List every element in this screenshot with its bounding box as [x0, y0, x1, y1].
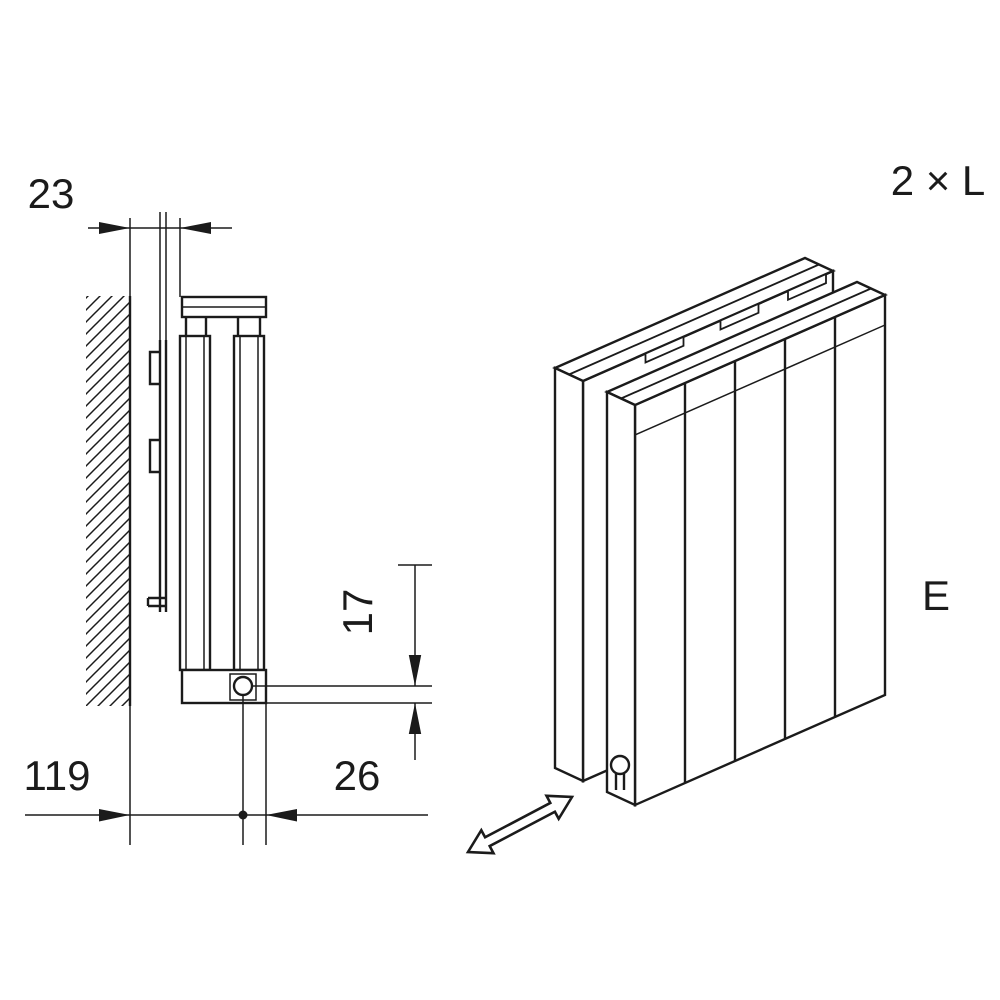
top-bracket-slots	[644, 272, 827, 364]
dim-label-wall-gap: 23	[28, 170, 75, 217]
chain-dimension-dot	[238, 810, 248, 820]
valve-connection-iso	[609, 754, 631, 776]
bracket-hook-top	[148, 350, 160, 386]
rear-panel-end-face	[553, 366, 585, 783]
mounting-bracket	[146, 340, 168, 612]
tube-shoulder-line	[634, 324, 886, 436]
dimension-depth-chain: 119 26	[24, 695, 428, 845]
dim-label-valve-height: 17	[334, 589, 381, 636]
height-reference-label: E	[922, 572, 950, 619]
side-section-view: 23 119 26 17	[24, 170, 432, 845]
isometric-view: 2 × L E	[465, 157, 986, 855]
arrow-up-icon	[408, 703, 422, 734]
front-panel-iso	[604, 280, 888, 807]
dimension-valve-height: 17	[334, 564, 432, 760]
wall-hatch	[86, 296, 130, 706]
dim-label-valve-to-front: 26	[334, 752, 381, 799]
front-panel-section	[232, 334, 266, 672]
arrow-left-icon	[180, 222, 211, 234]
valve-connection-circle	[232, 675, 254, 697]
arrow-right-icon	[99, 222, 130, 234]
radiator-side-profile	[178, 295, 268, 705]
dimension-wall-gap: 23	[28, 170, 232, 340]
rear-panel-section	[178, 334, 212, 672]
bracket-hook-middle	[148, 438, 160, 474]
arrow-down-icon	[408, 655, 422, 686]
variant-label: 2 × L	[891, 157, 986, 204]
bidirectional-arrow-icon	[465, 794, 575, 855]
arrow-left-icon	[266, 809, 297, 822]
arrow-right-icon	[99, 809, 130, 822]
dim-label-depth-to-valve: 119	[24, 752, 91, 799]
front-panel-end-face	[605, 390, 637, 807]
